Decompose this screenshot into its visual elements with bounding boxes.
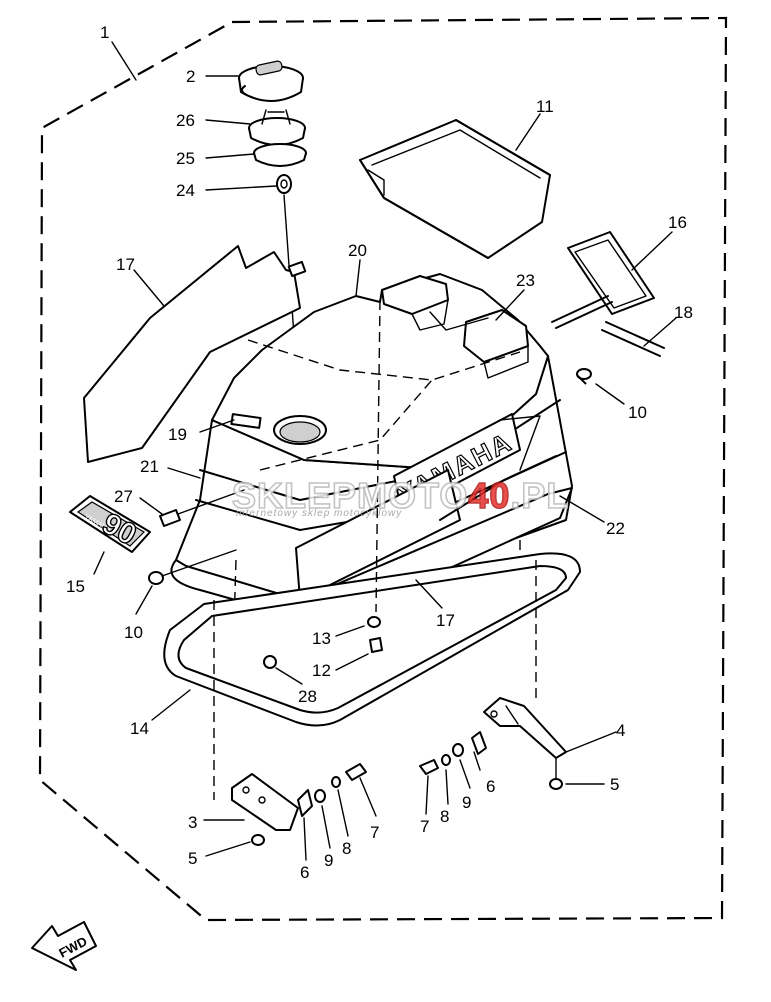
callout-27: 27 [114, 487, 133, 506]
callout-7-right: 7 [420, 817, 429, 836]
callout-17-rear: 17 [436, 611, 455, 630]
callout-17-side: 17 [116, 255, 135, 274]
filler-cap-assembly [238, 60, 307, 421]
nuts-washers-center [263, 299, 383, 669]
bracket-left [213, 600, 367, 846]
callout-8-right: 8 [440, 807, 449, 826]
callout-labels: 1 2 26 25 24 11 16 17 20 23 18 10 19 21 … [66, 23, 693, 882]
callout-13: 13 [312, 629, 331, 648]
top-cowling: YAMAHA [170, 273, 573, 691]
callout-18: 18 [674, 303, 693, 322]
assembly-boundary [38, 16, 728, 922]
side-decal [83, 245, 307, 463]
callout-16: 16 [668, 213, 687, 232]
fwd-arrow: FWD [31, 921, 97, 971]
leader-lines [93, 41, 677, 861]
callout-21: 21 [140, 457, 159, 476]
callout-6-right: 6 [486, 777, 495, 796]
callout-2: 2 [186, 67, 195, 86]
callout-4: 4 [616, 721, 625, 740]
callout-20: 20 [348, 241, 367, 260]
bracket-right [419, 560, 567, 790]
callout-7-left: 7 [370, 823, 379, 842]
callout-25: 25 [176, 149, 195, 168]
callout-9-right: 9 [462, 793, 471, 812]
watermark-subtitle: internetowy sklep motocyklowy [236, 508, 402, 519]
top-cover [359, 119, 551, 259]
svg-text:SKLEPMOTO40.PL: SKLEPMOTO40.PL [232, 475, 569, 516]
callout-5-left: 5 [188, 849, 197, 868]
watermark-part3: .PL [510, 475, 569, 516]
callout-14: 14 [130, 719, 149, 738]
callout-22: 22 [606, 519, 625, 538]
callout-23: 23 [516, 271, 535, 290]
callout-19: 19 [168, 425, 187, 444]
watermark: SKLEPMOTO40.PL internetowy sklep motocyk… [231, 474, 569, 519]
callout-10-upper: 10 [628, 403, 647, 422]
callout-12: 12 [312, 661, 331, 680]
watermark-part2: 40 [468, 475, 510, 516]
callout-26: 26 [176, 111, 195, 130]
callout-15: 15 [66, 577, 85, 596]
callout-5-right: 5 [610, 775, 619, 794]
fasteners-upper [148, 368, 592, 585]
callout-6-left: 6 [300, 863, 309, 882]
callout-1: 1 [100, 23, 109, 42]
model-badge: YAMAHA 90 [69, 495, 151, 553]
callout-9-left: 9 [324, 851, 333, 870]
intake-grille [551, 231, 665, 357]
watermark-part1: SKLEPMOTO [232, 475, 468, 516]
callout-11: 11 [536, 97, 554, 116]
callout-3: 3 [188, 813, 197, 832]
callout-8-left: 8 [342, 839, 351, 858]
callout-24: 24 [176, 181, 195, 200]
callout-10-lower: 10 [124, 623, 143, 642]
callout-28: 28 [298, 687, 317, 706]
